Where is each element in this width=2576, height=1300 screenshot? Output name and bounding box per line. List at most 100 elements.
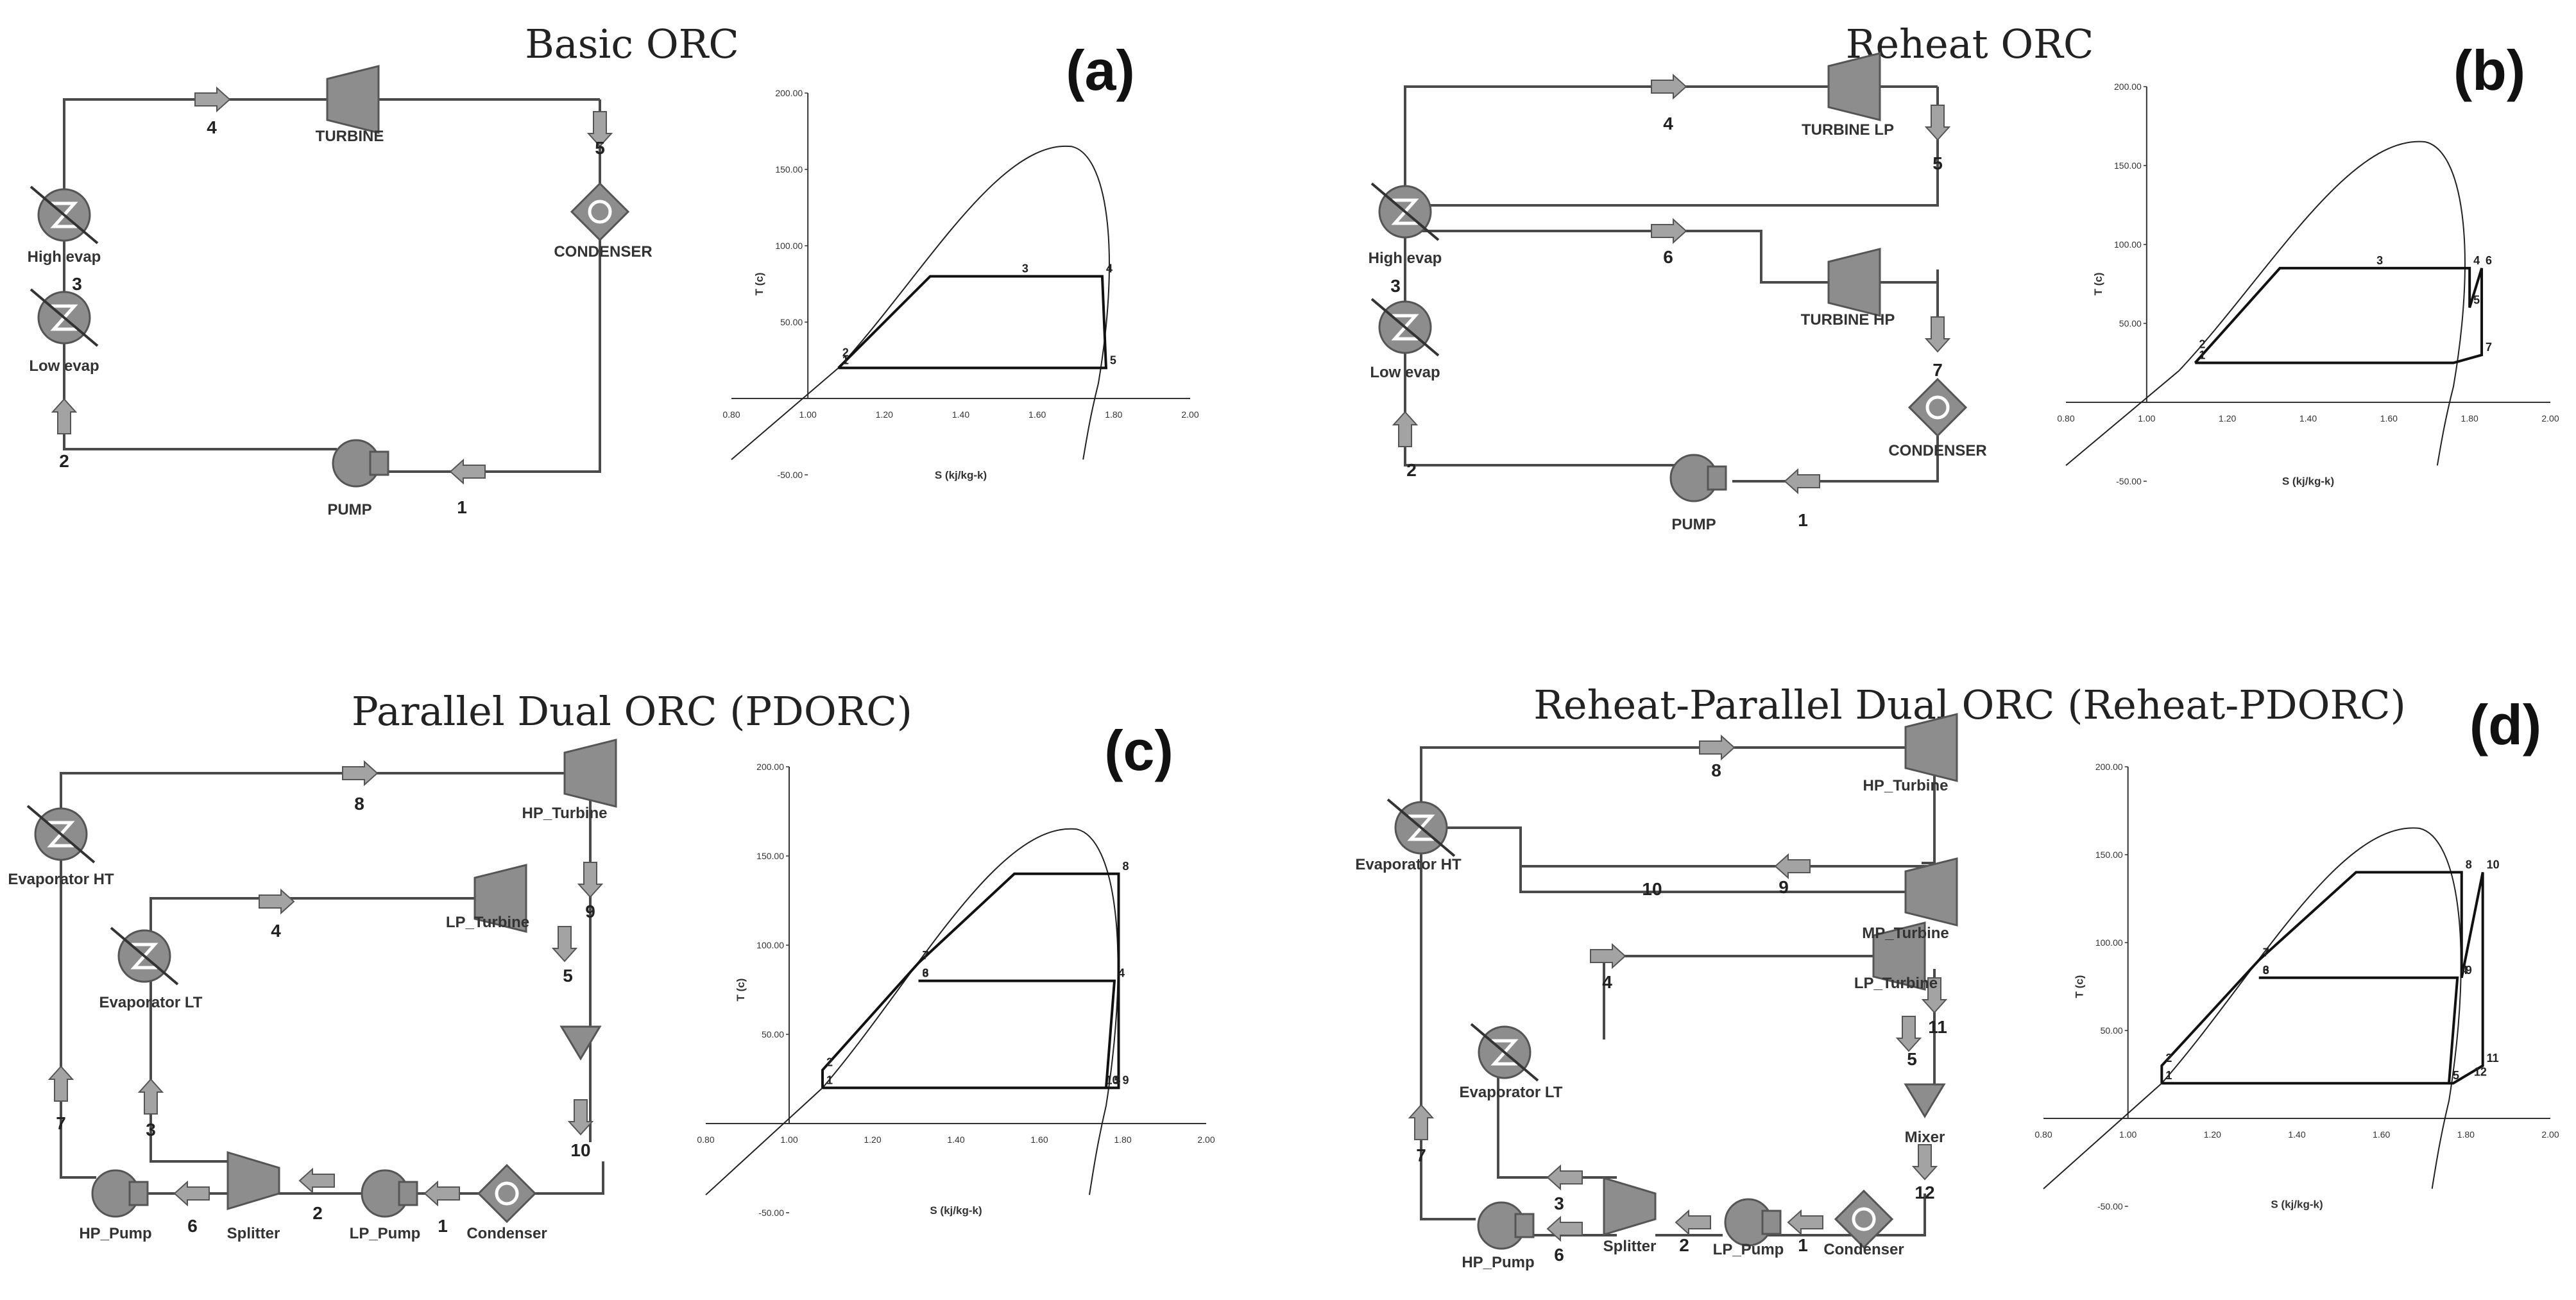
component-label: HP_Turbine xyxy=(522,805,608,822)
stream-label: 7 xyxy=(1932,360,1943,380)
flow-arrow-icon xyxy=(1787,1210,1823,1235)
stream-label: 4 xyxy=(207,117,217,137)
process-loop xyxy=(63,98,601,473)
y-tick-label: -50.00 xyxy=(2097,1201,2123,1211)
stream-label: 1 xyxy=(1798,1235,1808,1255)
x-axis-label: S (kj/kg-k) xyxy=(2282,475,2334,487)
y-tick-label: 200.00 xyxy=(2114,81,2142,92)
panel-a-letter: (a) xyxy=(1066,38,1135,102)
state-point-label: 5 xyxy=(2473,293,2480,306)
x-tick-label: 1.00 xyxy=(799,409,817,420)
stream-label: 2 xyxy=(1406,460,1417,480)
cycle-line xyxy=(2160,871,2484,1085)
flow-arrow-icon xyxy=(1699,735,1735,760)
component-label: Evaporator LT xyxy=(99,994,203,1011)
saturated-liquid-line xyxy=(2065,370,2179,466)
state-point-label: 7 xyxy=(923,949,929,962)
x-tick-label: 1.00 xyxy=(2119,1129,2137,1140)
y-tick-label: -50.00 xyxy=(758,1208,784,1218)
saturated-liquid-line xyxy=(731,367,839,460)
panel-a-title: Basic ORC xyxy=(525,21,739,67)
y-tick-label: 100.00 xyxy=(2095,937,2123,948)
x-tick-label: 1.40 xyxy=(952,409,969,420)
state-point-label: 4 xyxy=(1118,967,1125,980)
flow-arrow-icon xyxy=(1547,1165,1583,1190)
flow-arrow-icon xyxy=(1547,1217,1583,1241)
state-point-label: 10 xyxy=(2487,858,2500,871)
flow-arrow-icon xyxy=(450,459,486,484)
x-axis-label: S (kj/kg-k) xyxy=(930,1204,982,1217)
state-point-label: 10 xyxy=(1106,1073,1119,1086)
component-label: Evaporator HT xyxy=(8,871,114,888)
flow-arrow-icon xyxy=(568,1099,593,1135)
stream-label: 1 xyxy=(457,497,467,517)
component-label: TURBINE xyxy=(316,128,384,145)
x-tick-label: 1.60 xyxy=(2380,413,2398,423)
component-label: Condenser xyxy=(466,1225,547,1242)
saturation-dome xyxy=(822,828,1119,1195)
flow-arrow-icon xyxy=(424,1181,460,1206)
heat-exchanger-icon xyxy=(1372,299,1438,355)
state-point-label: 6 xyxy=(2263,964,2269,977)
state-point-label: 2 xyxy=(2199,338,2205,350)
state-point-label: 6 xyxy=(923,967,929,980)
component-label: Condenser xyxy=(1823,1241,1904,1258)
y-axis-label: T (c) xyxy=(2092,273,2104,296)
state-point-label: 2 xyxy=(826,1056,833,1069)
pump-icon xyxy=(1477,1201,1535,1250)
flow-arrow-icon xyxy=(1675,1210,1711,1235)
panel-c-title: Parallel Dual ORC (PDORC) xyxy=(352,688,912,735)
pump-icon xyxy=(332,439,389,488)
y-tick-label: 150.00 xyxy=(2114,160,2142,171)
flow-arrow-icon xyxy=(52,398,76,434)
x-tick-label: 0.80 xyxy=(2034,1129,2052,1140)
panel-a: Basic ORC (a) TURBINE CONDENSER PUMP Hig… xyxy=(28,21,1135,518)
stream-label: 2 xyxy=(1679,1235,1689,1255)
panel-d-letter: (d) xyxy=(2469,693,2541,757)
flow-arrow-icon xyxy=(1651,74,1687,99)
component-label: PUMP xyxy=(327,501,371,518)
y-tick-label: 50.00 xyxy=(762,1029,784,1039)
y-tick-label: 200.00 xyxy=(2095,762,2123,772)
flow-arrow-icon xyxy=(342,761,378,785)
heat-exchanger-icon xyxy=(31,187,98,243)
turbine-icon xyxy=(1827,52,1881,121)
panel-b-title: Reheat ORC xyxy=(1846,21,2094,67)
turbine-icon xyxy=(326,65,380,134)
pump-icon xyxy=(361,1169,418,1218)
turbine-icon xyxy=(1904,857,1958,927)
y-tick-label: 200.00 xyxy=(775,88,803,98)
splitter-icon xyxy=(1603,1177,1657,1236)
stream-label: 8 xyxy=(354,794,364,814)
state-point-label: 4 xyxy=(2473,254,2480,267)
stream-label: 10 xyxy=(1642,879,1662,899)
flow-arrow-icon xyxy=(578,862,602,898)
x-tick-label: 1.20 xyxy=(864,1134,881,1145)
cycle-line xyxy=(918,979,1116,1088)
component-label: PUMP xyxy=(1671,516,1716,533)
flow-arrow-icon xyxy=(174,1181,210,1206)
stream-label: 5 xyxy=(595,138,605,158)
flow-arrow-icon xyxy=(1590,944,1626,968)
x-tick-label: 1.80 xyxy=(2461,413,2478,423)
state-point-label: 1 xyxy=(2199,349,2205,362)
x-tick-label: 1.40 xyxy=(2288,1129,2305,1140)
turbine-icon xyxy=(1904,713,1958,782)
cycle-line xyxy=(2194,266,2484,364)
state-point-label: 12 xyxy=(2474,1066,2487,1079)
state-point-label: 9 xyxy=(2466,964,2472,977)
component-label: HP_Turbine xyxy=(1863,777,1949,794)
state-point-label: 7 xyxy=(2486,341,2492,354)
y-tick-label: -50.00 xyxy=(2116,476,2142,486)
state-point-label: 5 xyxy=(1110,354,1116,366)
component-label: LP_Turbine xyxy=(446,914,529,931)
heat-exchanger-icon xyxy=(1388,800,1454,856)
panel-c-letter: (c) xyxy=(1104,719,1173,782)
x-tick-label: 1.80 xyxy=(1105,409,1122,420)
panel-b-letter: (b) xyxy=(2453,38,2525,102)
x-axis-label: S (kj/kg-k) xyxy=(935,469,987,481)
y-tick-label: -50.00 xyxy=(777,470,803,480)
